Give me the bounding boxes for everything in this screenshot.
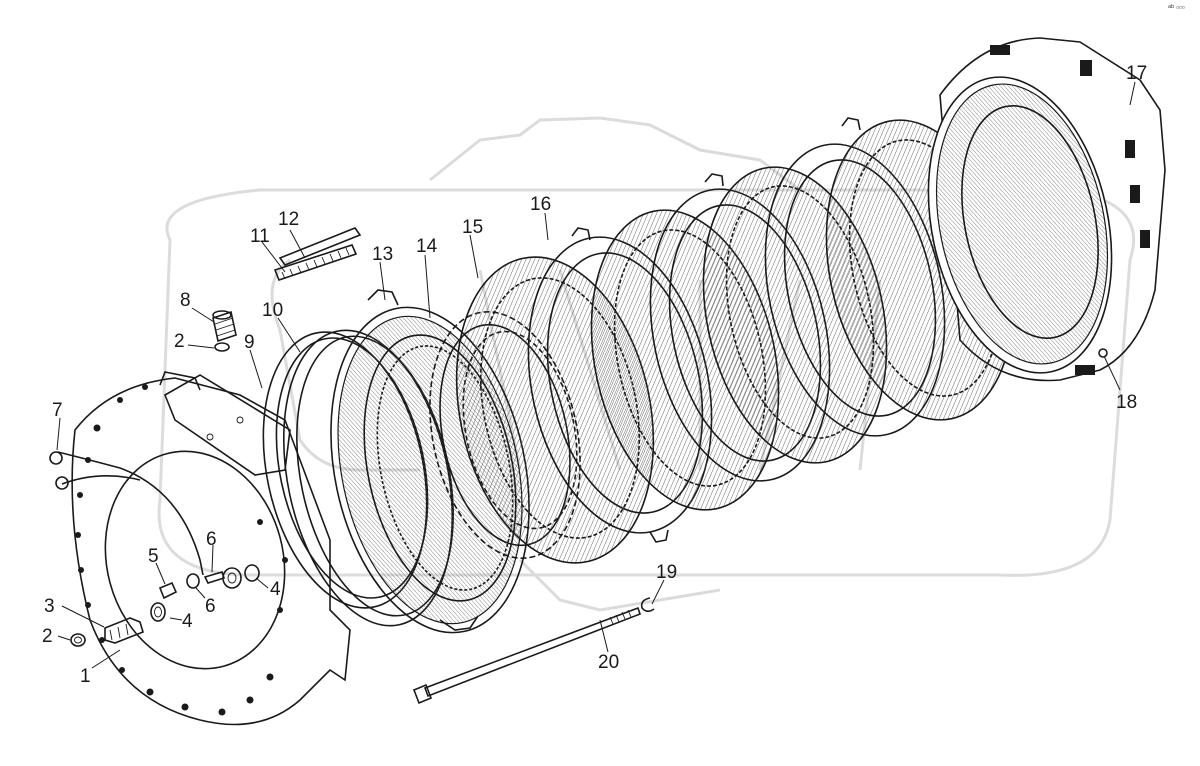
callout-16: 16 bbox=[530, 194, 551, 215]
callout-18: 18 bbox=[1116, 392, 1137, 413]
callout-11: 11 bbox=[250, 226, 270, 247]
callout-19: 19 bbox=[656, 562, 677, 583]
callout-12: 12 bbox=[278, 209, 299, 230]
callout-5: 5 bbox=[148, 546, 159, 567]
callout-7: 7 bbox=[52, 400, 63, 421]
pins-parts-11-12 bbox=[273, 227, 362, 282]
callout-20: 20 bbox=[598, 652, 619, 673]
callout-6-lower: 6 bbox=[205, 596, 216, 617]
callout-2-top: 2 bbox=[174, 331, 185, 352]
callout-2-bottom: 2 bbox=[42, 626, 53, 647]
breather-part-8 bbox=[212, 310, 237, 352]
callout-1: 1 bbox=[80, 666, 91, 687]
bolt-part-20 bbox=[412, 606, 642, 705]
callout-4-lower: 4 bbox=[182, 611, 193, 632]
callout-9: 9 bbox=[244, 332, 255, 353]
callout-8: 8 bbox=[180, 290, 191, 311]
callout-4-upper: 4 bbox=[270, 579, 281, 600]
callout-labels: 1 2 2 3 4 4 5 6 6 7 8 9 10 11 12 13 14 1… bbox=[42, 63, 1147, 687]
leader-lines bbox=[56, 81, 1136, 669]
callout-3: 3 bbox=[44, 596, 55, 617]
corner-mark: ᵃᵇ ▫▫▫ bbox=[1168, 3, 1185, 12]
callout-17: 17 bbox=[1126, 63, 1147, 84]
cable-part-7 bbox=[49, 451, 204, 576]
pressure-housing-part-17 bbox=[927, 37, 1166, 382]
callout-15: 15 bbox=[462, 217, 483, 238]
callout-14: 14 bbox=[416, 236, 438, 257]
callout-6-upper: 6 bbox=[206, 529, 217, 550]
callout-10: 10 bbox=[262, 300, 283, 321]
callout-13: 13 bbox=[372, 244, 393, 265]
washer-part-19 bbox=[640, 597, 655, 613]
housing-part-1 bbox=[71, 371, 351, 726]
fittings-parts-2-6 bbox=[70, 564, 260, 647]
